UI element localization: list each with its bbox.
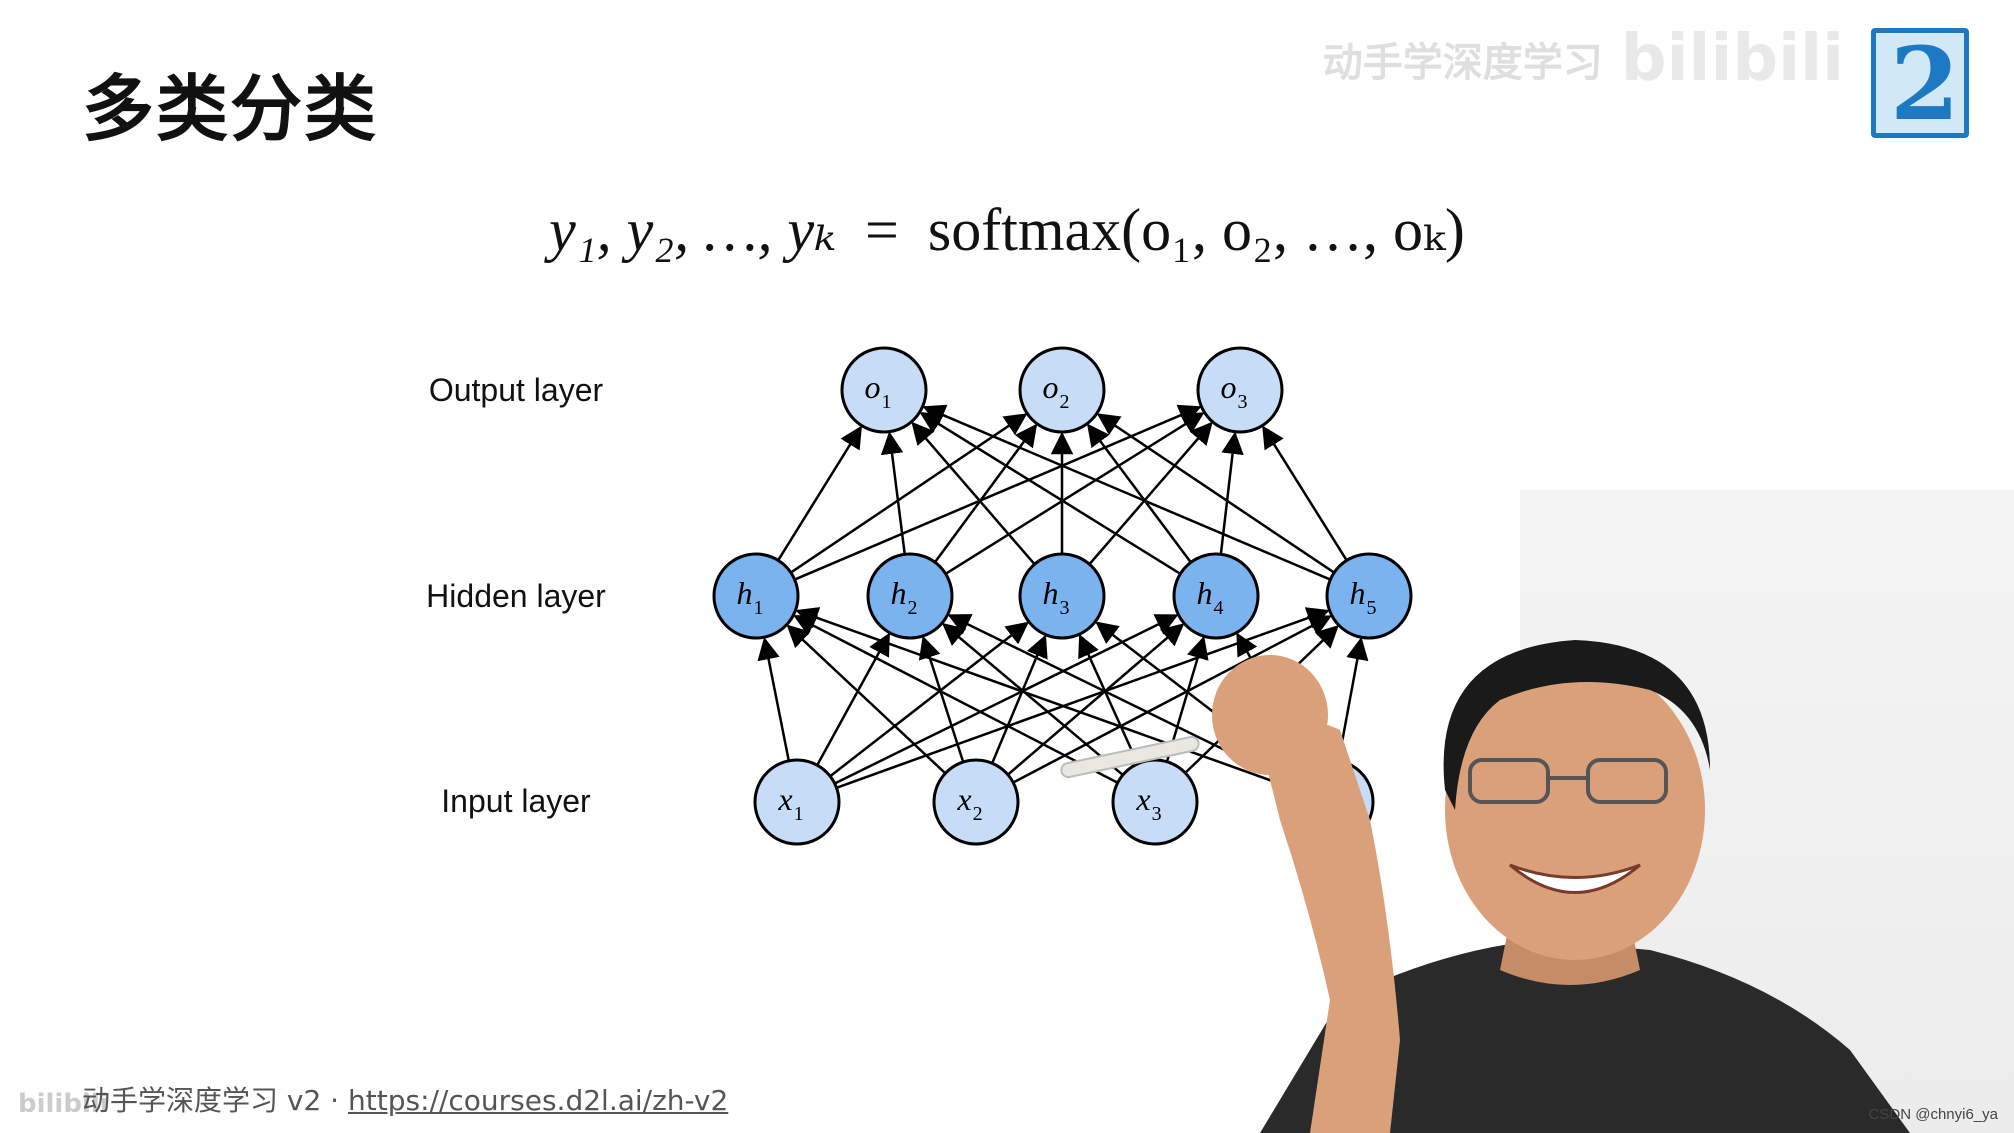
edge-h3-o1	[911, 421, 1036, 566]
output-layer-label: Output layer	[428, 372, 604, 408]
node-circle	[932, 758, 1020, 846]
footer-course-text: 动手学深度学习 v2 ·	[82, 1084, 348, 1117]
edge-x1-h3	[829, 621, 1030, 778]
edge-h2-o3	[944, 412, 1205, 575]
formula-rhs: softmax(o₁, o₂, …, oₖ)	[927, 197, 1465, 263]
presenter-hand	[1212, 655, 1328, 775]
node-circle	[866, 552, 954, 640]
node-circle	[1172, 552, 1260, 640]
node-subscript: 3	[1060, 597, 1070, 619]
node-h4: h4	[1172, 552, 1260, 640]
input-layer-label: Input layer	[441, 783, 591, 819]
csdn-watermark: CSDN @chnyi6_ya	[1868, 1106, 1998, 1123]
node-x3: x3	[1111, 758, 1199, 846]
node-x1: x1	[753, 758, 841, 846]
edge-h3-o3	[1088, 421, 1213, 566]
edge-x4-h1	[795, 607, 1292, 790]
node-circle	[1111, 758, 1199, 846]
node-circle	[1325, 552, 1413, 640]
node-o1: o1	[840, 346, 928, 434]
node-o3: o3	[1196, 346, 1284, 434]
footer-course-link[interactable]: https://courses.d2l.ai/zh-v2	[348, 1084, 729, 1117]
edge-h2-o2	[933, 423, 1038, 563]
node-circle	[840, 346, 928, 434]
bilibili-footer-mark: bilibili	[18, 1089, 109, 1119]
edge-h1-o2	[790, 413, 1028, 574]
presenter-mouth	[1509, 863, 1641, 894]
watermark: 动手学深度学习 bilibili	[1323, 22, 1844, 96]
edge-h5-o2	[1096, 413, 1335, 574]
slide-title: 多类分类	[82, 67, 379, 151]
node-subscript: 1	[754, 597, 764, 619]
watermark-brand: bilibili	[1620, 22, 1844, 96]
node-x2: x2	[932, 758, 1020, 846]
node-h5: h5	[1325, 552, 1413, 640]
edge-h4-o1	[919, 412, 1181, 575]
node-h3: h3	[1018, 552, 1106, 640]
presenter-pen	[1060, 735, 1200, 779]
node-circle	[753, 758, 841, 846]
edge-h4-o2	[1086, 423, 1192, 564]
presenter	[1060, 640, 1910, 1133]
watermark-text: 动手学深度学习	[1322, 40, 1603, 86]
edge-x2-h1	[786, 624, 947, 775]
node-subscript: 2	[1060, 391, 1070, 413]
node-h1: h1	[712, 552, 800, 640]
edge-x3-h2	[941, 622, 1124, 776]
d2l-logo: 2	[1871, 25, 1969, 143]
presenter-glasses	[1468, 758, 1668, 804]
edge-x2-h4	[1007, 623, 1185, 776]
presenter-hair	[1443, 640, 1710, 810]
formula-equals: =	[865, 197, 899, 263]
node-circle	[1196, 346, 1284, 434]
node-h2: h2	[866, 552, 954, 640]
edge-x1-h2	[816, 632, 890, 766]
node-circle	[1018, 552, 1106, 640]
node-subscript: 2	[973, 803, 983, 825]
node-subscript: 1	[882, 391, 892, 413]
node-subscript: 3	[1152, 803, 1162, 825]
edge-x1-h1	[757, 636, 791, 762]
softmax-formula: y₁, y₂, …, yₖ = softmax(o₁, o₂, …, oₖ)	[0, 195, 2014, 265]
node-circle	[712, 552, 800, 640]
footer-course: 动手学深度学习 v2 · https://courses.d2l.ai/zh-v…	[82, 1079, 728, 1119]
logo-glyph: 2	[1890, 25, 1960, 143]
formula-lhs: y₁, y₂, …, yₖ	[549, 197, 837, 263]
hidden-layer-label: Hidden layer	[426, 578, 606, 614]
edge-h1-o1	[777, 425, 862, 561]
edge-h5-o3	[1262, 425, 1348, 562]
node-subscript: 4	[1214, 597, 1224, 619]
presenter-head	[1445, 660, 1705, 960]
node-subscript: 2	[908, 597, 918, 619]
edge-h5-o1	[922, 404, 1331, 581]
node-circle	[1018, 346, 1106, 434]
edge-x3-h1	[793, 615, 1119, 784]
node-subscript: 1	[794, 803, 804, 825]
edge-x3-h3	[1078, 634, 1139, 765]
presenter-arm	[1260, 722, 1400, 1133]
node-subscript: 3	[1238, 391, 1248, 413]
presenter-shirt	[1260, 940, 1910, 1133]
node-o2: o2	[1018, 346, 1106, 434]
edge-h2-o1	[880, 431, 906, 555]
node-subscript: 5	[1367, 597, 1377, 619]
